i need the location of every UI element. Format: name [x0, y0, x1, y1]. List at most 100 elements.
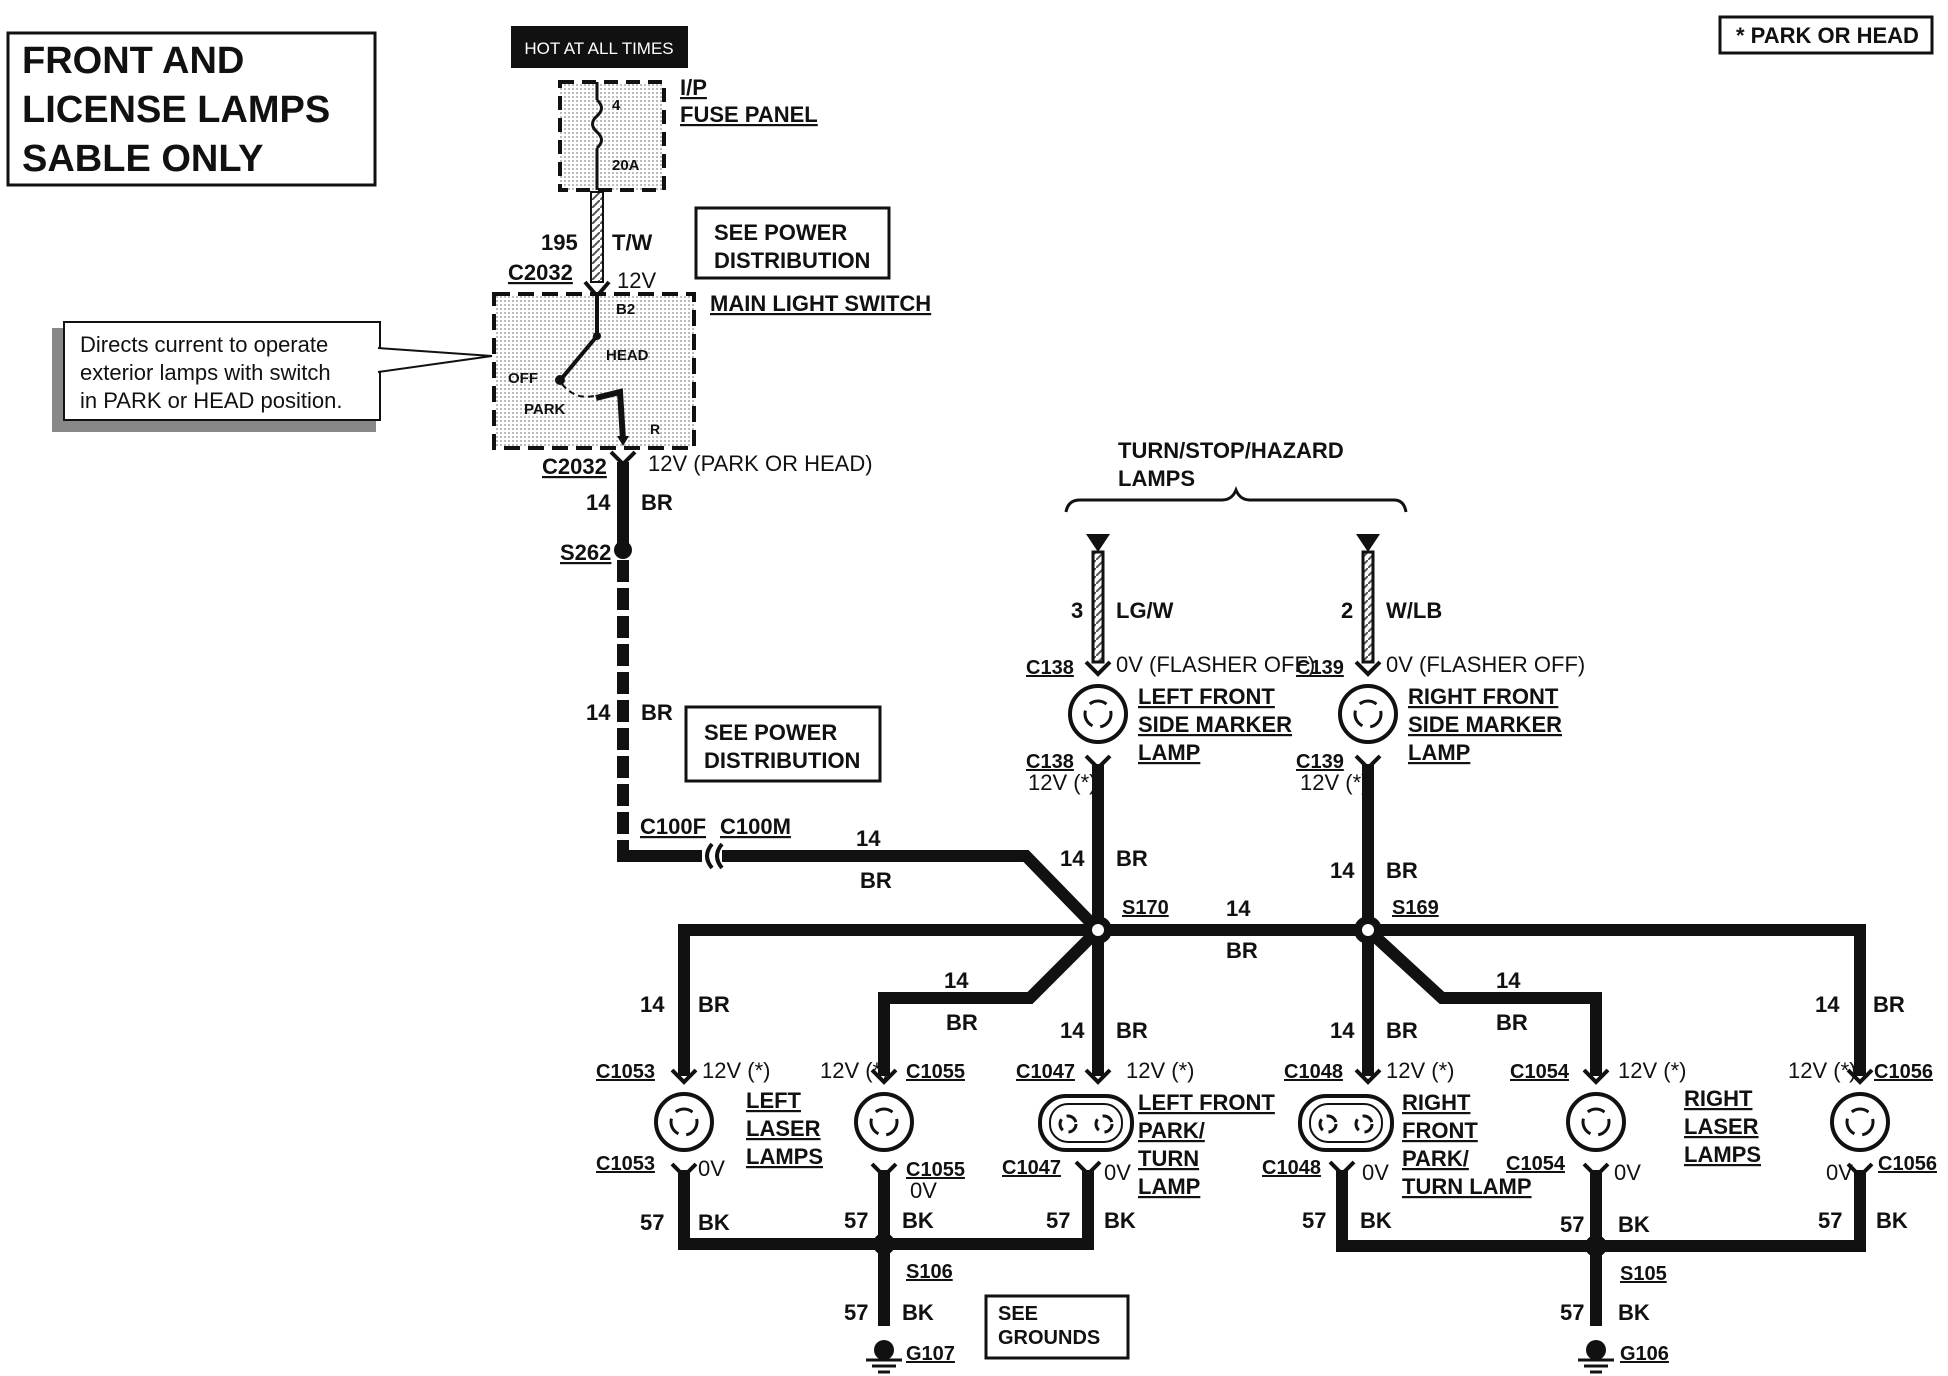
wire-bk-color-2: BK — [902, 1208, 934, 1233]
wire-bk-color-3: BK — [1104, 1208, 1136, 1233]
hot-at-all-times-label: HOT AT ALL TIMES — [511, 26, 688, 68]
turn-group-line-2: LAMPS — [1118, 466, 1195, 491]
lamp-c1054: C1054 12V (*) C1054 0V — [1506, 1058, 1686, 1185]
c1053-volt-bottom: 0V — [698, 1156, 725, 1181]
wire-br-color-8: BR — [946, 1010, 978, 1035]
c1054-volt-bottom: 0V — [1614, 1160, 1641, 1185]
see-power-2-line-2: DISTRIBUTION — [704, 748, 860, 773]
callout-line-1: Directs current to operate — [80, 332, 328, 357]
lamp-c1048: C1048 12V (*) C1048 0V RIGHT FRONT PARK/… — [1262, 1058, 1532, 1199]
c1055-volt-top: 12V (*) — [820, 1058, 888, 1083]
c1056-conn-bottom: C1056 — [1878, 1153, 1937, 1175]
left-laser-label-2: LASER — [746, 1116, 821, 1141]
ground-icon — [1586, 1340, 1606, 1360]
c1056-volt-top: 12V (*) — [1788, 1058, 1856, 1083]
left-marker-volt-top: 0V (FLASHER OFF) — [1116, 652, 1315, 677]
ground-icon — [874, 1340, 894, 1360]
wire-br-circuit-10: 14 — [1330, 1018, 1355, 1043]
switch-blade — [560, 334, 599, 380]
switch-off-label: OFF — [508, 370, 538, 387]
wire-br-color-10: BR — [1386, 1018, 1418, 1043]
fuse-rating: 20A — [612, 157, 640, 174]
fuse-panel-label-2: FUSE PANEL — [680, 102, 818, 127]
c1055-conn-bottom: C1055 — [906, 1159, 965, 1181]
turn-group-line-1: TURN/STOP/HAZARD — [1118, 438, 1344, 463]
splice-s105: S105 — [1620, 1263, 1667, 1285]
wire-br-circuit-5: 14 — [1330, 858, 1355, 883]
splice-s105-dot — [1585, 1235, 1607, 1257]
ground-g107: G107 — [906, 1343, 955, 1365]
main-light-switch: C2032 12V B2 HEAD OFF PARK R MAIN LIGHT … — [492, 260, 931, 479]
left-marker-label-3: LAMP — [1138, 740, 1200, 765]
switch-park-label: PARK — [524, 401, 566, 418]
c1047-volt-bottom: 0V — [1104, 1160, 1131, 1185]
switch-connector-top: C2032 — [508, 260, 573, 285]
left-laser-label-1: LEFT — [746, 1088, 802, 1113]
left-laser-label-3: LAMPS — [746, 1144, 823, 1169]
callout-line-2: exterior lamps with switch — [80, 360, 331, 385]
bulb-icon — [1058, 1114, 1078, 1134]
title-line-1: FRONT AND — [22, 40, 244, 82]
c1053-volt-top: 12V (*) — [702, 1058, 770, 1083]
see-power-distribution-box-1: SEE POWER DISTRIBUTION — [694, 206, 891, 280]
left-park-turn-label-3: TURN — [1138, 1146, 1199, 1171]
switch-connector-bottom: C2032 — [542, 454, 607, 479]
turn-stop-hazard-group: TURN/STOP/HAZARD LAMPS 3 LG/W 2 W/LB — [1064, 438, 1442, 664]
right-marker-volt-bottom: 12V (*) — [1300, 770, 1368, 795]
wire-bk-color-1: BK — [698, 1210, 730, 1235]
hot-label-text: HOT AT ALL TIMES — [524, 39, 673, 58]
see-power-1-line-2: DISTRIBUTION — [714, 248, 870, 273]
c1053-conn-bottom: C1053 — [596, 1153, 655, 1175]
wire-br-color-11: BR — [1496, 1010, 1528, 1035]
switch-name: MAIN LIGHT SWITCH — [710, 291, 931, 316]
title-line-2: LICENSE LAMPS — [22, 89, 330, 131]
left-marker-volt-bottom: 12V (*) — [1028, 770, 1096, 795]
ground-g106: G106 — [1620, 1343, 1669, 1365]
right-marker-conn-top: C139 — [1296, 657, 1344, 679]
wire-bk-color-5: BK — [1360, 1208, 1392, 1233]
wire-bk-color-6: BK — [1618, 1212, 1650, 1237]
c1054-conn-top: C1054 — [1510, 1061, 1570, 1083]
c1053-conn-top: C1053 — [596, 1061, 655, 1083]
right-marker-label-3: LAMP — [1408, 740, 1470, 765]
wire-br-circuit-7: 14 — [640, 992, 665, 1017]
wire-br-color-3: BR — [860, 868, 892, 893]
wire-br-color-1: BR — [641, 490, 673, 515]
splice-s106: S106 — [906, 1261, 953, 1283]
switch-voltage-bottom: 12V (PARK OR HEAD) — [648, 451, 873, 476]
connector-c100f: C100F — [640, 814, 706, 839]
right-park-turn-label-2: FRONT — [1402, 1118, 1478, 1143]
right-park-turn-label-3: PARK/ — [1402, 1146, 1469, 1171]
left-marker-label-1: LEFT FRONT — [1138, 684, 1275, 709]
right-side-marker-lamp: C139 0V (FLASHER OFF) C139 12V (*) RIGHT… — [1296, 652, 1585, 795]
wire-br-color-7: BR — [698, 992, 730, 1017]
wire-lgw-color: LG/W — [1116, 598, 1174, 623]
right-marker-conn-bottom: C139 — [1296, 751, 1344, 773]
callout-line-3: in PARK or HEAD position. — [80, 388, 342, 413]
wire-bk-color-4: BK — [902, 1300, 934, 1325]
wire-br-color-6: BR — [1226, 938, 1258, 963]
wire-bk-circuit-4: 57 — [844, 1300, 868, 1325]
right-marker-label-2: SIDE MARKER — [1408, 712, 1562, 737]
wire-br-circuit-1: 14 — [586, 490, 611, 515]
wire-br-color-5: BR — [1386, 858, 1418, 883]
wire-bk-color-8: BK — [1618, 1300, 1650, 1325]
ground-circuit-left: S106 57 BK 57 BK 57 BK 57 BK G107 — [640, 1170, 1136, 1374]
wire-195-color: T/W — [612, 230, 653, 255]
wire-br-color-9: BR — [1116, 1018, 1148, 1043]
bulb-icon — [1845, 1107, 1875, 1137]
splice-s262: S262 — [560, 540, 611, 565]
br-bus-wires: S170 S169 14 BR 14 BR 14 BR 14 BR 14 BR … — [640, 764, 1905, 1076]
bulb-icon — [1581, 1107, 1611, 1137]
left-side-marker-lamp: C138 0V (FLASHER OFF) C138 12V (*) LEFT … — [1026, 652, 1315, 795]
left-park-turn-label-1: LEFT FRONT — [1138, 1090, 1275, 1115]
wire-br-circuit-3: 14 — [856, 826, 881, 851]
wire-lgw-circuit: 3 — [1071, 598, 1083, 623]
bulb-icon — [1318, 1114, 1338, 1134]
lamp-c1047: C1047 12V (*) C1047 0V LEFT FRONT PARK/ … — [1002, 1058, 1275, 1250]
c1054-conn-bottom: C1054 — [1506, 1153, 1566, 1175]
wire-br-circuit-12: 14 — [1815, 992, 1840, 1017]
wire-br-circuit-11: 14 — [1496, 968, 1521, 993]
wire-195-circuit: 195 — [541, 230, 578, 255]
left-park-turn-label-4: LAMP — [1138, 1174, 1200, 1199]
